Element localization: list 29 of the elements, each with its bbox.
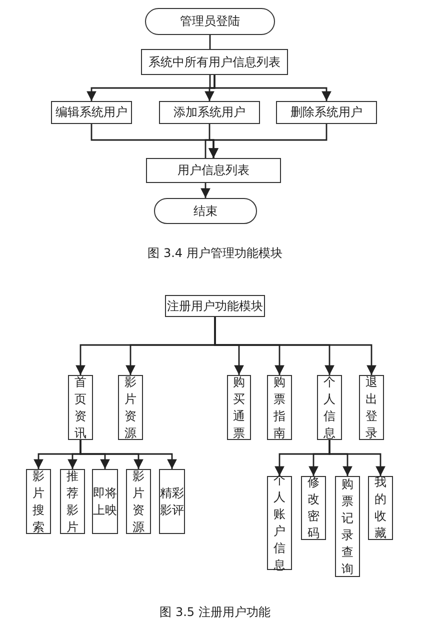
module-box: 退出登录 bbox=[359, 375, 384, 440]
module-box: 首页资讯 bbox=[68, 375, 93, 440]
process-box: 用户信息列表 bbox=[146, 158, 281, 183]
arrow bbox=[328, 440, 386, 476]
process-box: 添加系统用户 bbox=[159, 101, 260, 124]
process-box: 系统中所有用户信息列表 bbox=[141, 49, 288, 75]
module-box: 我的收藏 bbox=[368, 476, 393, 540]
terminal-box: 结束 bbox=[154, 198, 257, 224]
module-box: 购买通票 bbox=[227, 375, 251, 440]
module-box: 影片资源 bbox=[126, 469, 151, 534]
arrow bbox=[214, 317, 376, 375]
module-box: 即将上映 bbox=[92, 469, 118, 534]
terminal-box: 管理员登陆 bbox=[145, 8, 275, 35]
arrow bbox=[208, 124, 328, 158]
figure-caption: 图 3.4 用户管理功能模块 bbox=[148, 245, 282, 262]
arrow bbox=[214, 75, 332, 101]
module-box: 个人信息 bbox=[317, 375, 342, 440]
process-box: 编辑系统用户 bbox=[51, 101, 132, 124]
module-box: 推荐影片 bbox=[60, 469, 85, 534]
module-box: 精彩影评 bbox=[159, 469, 185, 534]
arrow bbox=[80, 440, 177, 469]
process-box: 删除系统用户 bbox=[276, 101, 377, 124]
module-box: 购票指南 bbox=[267, 375, 292, 440]
module-box: 修改密码 bbox=[301, 476, 326, 540]
module-box: 购票记录查询 bbox=[335, 476, 360, 577]
process-box: 注册用户功能模块 bbox=[165, 295, 265, 317]
figure-caption: 图 3.5 注册用户功能 bbox=[160, 604, 270, 621]
module-box: 影片搜索 bbox=[26, 469, 51, 534]
module-box: 影片资源 bbox=[118, 375, 143, 440]
